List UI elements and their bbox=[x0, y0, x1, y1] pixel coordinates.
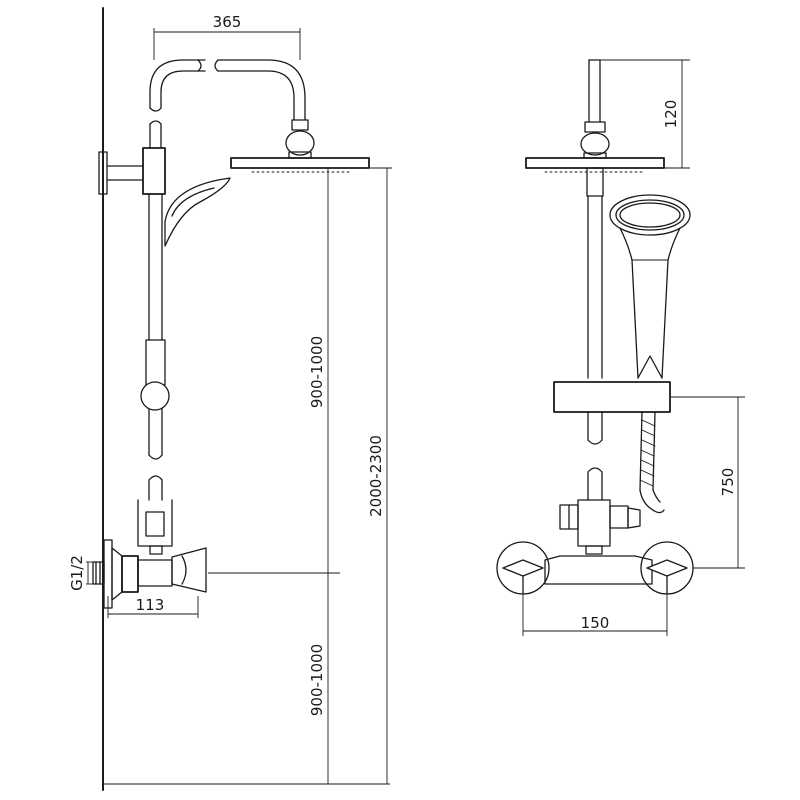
hand-shower-front bbox=[609, 194, 691, 379]
side-view: 365 900-1000 900-1000 2000-2300 113 bbox=[68, 7, 392, 791]
hose bbox=[639, 411, 665, 514]
dimension-overall-height: 2000-2300 bbox=[367, 167, 392, 784]
hand-shower-side bbox=[164, 177, 231, 247]
dim-label-150: 150 bbox=[581, 614, 610, 632]
dim-label-g12: G1/2 bbox=[68, 555, 86, 591]
dimension-g12: G1/2 bbox=[68, 555, 93, 591]
front-view: 120 750 150 bbox=[496, 59, 745, 636]
rail-front bbox=[586, 167, 604, 501]
mixer-side bbox=[92, 499, 207, 609]
dim-label-upper-900-1000: 900-1000 bbox=[308, 336, 326, 408]
slider-front bbox=[553, 381, 671, 413]
dimension-mixer-to-floor: 900-1000 bbox=[103, 573, 390, 785]
dimension-150: 150 bbox=[522, 594, 668, 636]
overhead-shower-front bbox=[525, 157, 665, 173]
overhead-shower-side bbox=[230, 157, 370, 173]
head-connector bbox=[285, 119, 315, 159]
shower-arm bbox=[149, 59, 306, 149]
dimension-750: 750 bbox=[670, 396, 745, 569]
riser-rail bbox=[145, 193, 166, 501]
dim-label-lower-900-1000: 900-1000 bbox=[308, 644, 326, 716]
dimension-slide-to-mixer: 900-1000 bbox=[208, 167, 340, 574]
slider-ring bbox=[140, 381, 170, 411]
dim-label-2000-2300: 2000-2300 bbox=[367, 435, 385, 517]
dimension-120: 120 bbox=[600, 59, 690, 169]
dimension-113: 113 bbox=[107, 596, 199, 618]
dim-label-120: 120 bbox=[662, 100, 680, 129]
dim-label-113: 113 bbox=[136, 596, 165, 614]
dimension-365: 365 bbox=[153, 13, 301, 60]
dim-label-365: 365 bbox=[213, 13, 242, 31]
mixer-front bbox=[496, 499, 694, 595]
wall-bracket bbox=[98, 147, 166, 195]
dim-label-750: 750 bbox=[719, 468, 737, 497]
top-pipe bbox=[580, 59, 610, 159]
